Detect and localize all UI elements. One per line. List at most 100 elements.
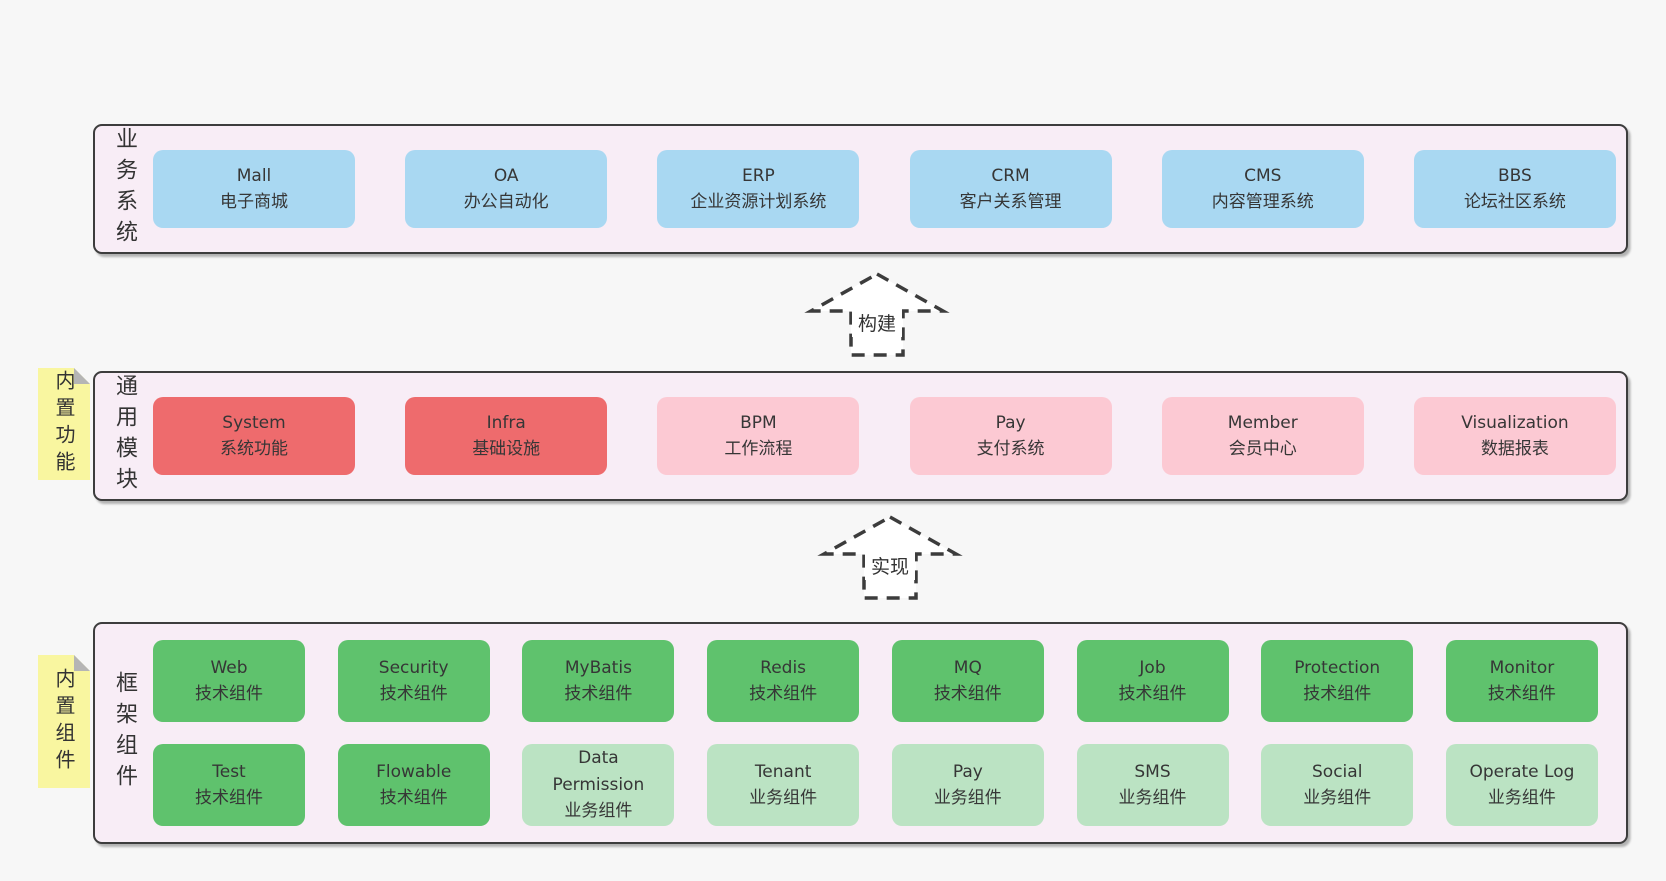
node-title-en: Member: [1227, 412, 1298, 433]
sticky-note-text: 内置组件: [52, 667, 76, 776]
node-subtitle-zh: 业务组件: [1118, 788, 1187, 808]
node-erp: ERP 企业资源计划系统: [657, 150, 860, 228]
node-subtitle-zh: 技术组件: [749, 684, 818, 704]
sticky-note-builtin-components: 内置组件: [38, 655, 90, 788]
panel-side-label: 通用模块: [95, 373, 153, 499]
node-test: Test 技术组件: [153, 744, 305, 826]
modules-boxes-row: System 系统功能 Infra 基础设施 BPM 工作流程 Pay 支付系统…: [153, 373, 1626, 499]
node-mall: Mall 电子商城: [153, 150, 355, 228]
sticky-note-text: 内置功能: [52, 370, 76, 478]
panel-side-label: 框架组件: [95, 624, 153, 842]
business-boxes-row: Mall 电子商城 OA 办公自动化 ERP 企业资源计划系统 CRM 客户关系…: [153, 126, 1626, 252]
node-subtitle-zh: 工作流程: [724, 439, 793, 459]
node-job: Job 技术组件: [1076, 640, 1229, 722]
folded-corner: [74, 368, 90, 384]
node-subtitle-zh: 业务组件: [564, 801, 633, 822]
node-subtitle-zh: 技术组件: [933, 684, 1002, 704]
node-redis: Redis 技术组件: [707, 640, 860, 722]
panel-side-label-text: 业务系统: [112, 127, 137, 251]
node-subtitle-zh: 技术组件: [379, 684, 448, 704]
node-security: Security 技术组件: [337, 640, 490, 722]
node-subtitle-zh: 电子商城: [220, 192, 288, 212]
build-arrow: 构建: [792, 271, 962, 359]
node-pay: Pay 支付系统: [909, 397, 1112, 475]
node-subtitle-zh: 技术组件: [1487, 684, 1556, 704]
components-row-2: Test 技术组件 Flowable 技术组件 Data Permission …: [153, 744, 1598, 826]
arrow-label: 构建: [851, 308, 903, 337]
node-mybatis: MyBatis 技术组件: [522, 640, 675, 722]
node-title-en: BPM: [740, 412, 777, 433]
node-mq: MQ 技术组件: [891, 640, 1044, 722]
node-subtitle-zh: 支付系统: [976, 439, 1045, 459]
node-title-en: MQ: [953, 657, 982, 678]
node-system: System 系统功能: [153, 397, 355, 475]
node-subtitle-zh: 技术组件: [1118, 684, 1187, 704]
node-subtitle-zh: 技术组件: [195, 788, 263, 808]
node-web: Web 技术组件: [153, 640, 305, 722]
node-flowable: Flowable 技术组件: [337, 744, 490, 826]
node-title-en: Redis: [760, 657, 807, 678]
node-oa: OA 办公自动化: [405, 150, 608, 228]
node-subtitle-zh: 技术组件: [195, 684, 263, 704]
node-visualization: Visualization 数据报表: [1413, 397, 1616, 475]
node-cms: CMS 内容管理系统: [1161, 150, 1364, 228]
node-subtitle-zh: 数据报表: [1480, 439, 1549, 459]
node-bpm: BPM 工作流程: [657, 397, 860, 475]
node-subtitle-zh: 企业资源计划系统: [690, 192, 827, 212]
node-sms: SMS 业务组件: [1076, 744, 1229, 826]
folded-corner: [74, 655, 90, 671]
panel-side-label: 业务系统: [95, 126, 153, 252]
node-title-en: Visualization: [1461, 412, 1569, 433]
arrow-label: 实现: [864, 551, 916, 580]
node-title-en: Tenant: [754, 761, 812, 782]
node-subtitle-zh: 业务组件: [749, 788, 818, 808]
node-title-en: Web: [210, 657, 248, 678]
node-subtitle-zh: 技术组件: [564, 684, 633, 704]
node-title-en: Test: [212, 761, 246, 782]
common-modules-panel: 通用模块 System 系统功能 Infra 基础设施 BPM 工作流程 Pay…: [93, 371, 1628, 501]
node-subtitle-zh: 业务组件: [1487, 788, 1556, 808]
node-subtitle-zh: 基础设施: [472, 439, 541, 459]
node-subtitle-zh: 办公自动化: [463, 192, 549, 212]
node-member: Member 会员中心: [1161, 397, 1364, 475]
components-row-1: Web 技术组件 Security 技术组件 MyBatis 技术组件 Redi…: [153, 640, 1598, 722]
node-subtitle-zh: 技术组件: [379, 788, 448, 808]
node-title-en: ERP: [741, 165, 775, 186]
sticky-note-builtin-features: 内置功能: [38, 368, 90, 480]
node-data-permission: Data Permission 业务组件: [522, 744, 675, 826]
node-subtitle-zh: 系统功能: [220, 439, 288, 459]
panel-side-label-text: 通用模块: [112, 374, 137, 498]
node-title-en: Pay: [952, 761, 983, 782]
node-social: Social 业务组件: [1261, 744, 1414, 826]
node-title-en: Protection: [1294, 657, 1381, 678]
node-title-en: Infra: [486, 412, 526, 433]
node-bbs: BBS 论坛社区系统: [1413, 150, 1616, 228]
node-subtitle-zh: 技术组件: [1303, 684, 1372, 704]
node-infra: Infra 基础设施: [405, 397, 608, 475]
node-subtitle-zh: 业务组件: [933, 788, 1002, 808]
node-title-en: Job: [1139, 657, 1166, 678]
implement-arrow: 实现: [805, 514, 975, 602]
node-title-en: Social: [1312, 761, 1363, 782]
node-operate-log: Operate Log 业务组件: [1445, 744, 1598, 826]
node-title-en: Pay: [995, 412, 1026, 433]
node-subtitle-zh: 内容管理系统: [1211, 192, 1314, 212]
node-title-en: BBS: [1498, 165, 1532, 186]
node-title-en: Mall: [236, 165, 272, 186]
node-title-en: SMS: [1134, 761, 1171, 782]
framework-components-panel: 框架组件 Web 技术组件 Security 技术组件 MyBatis 技术组件…: [93, 622, 1628, 844]
node-title-en: Monitor: [1489, 657, 1555, 678]
node-crm: CRM 客户关系管理: [909, 150, 1112, 228]
components-grid: Web 技术组件 Security 技术组件 MyBatis 技术组件 Redi…: [153, 624, 1626, 842]
node-title-en: MyBatis: [564, 657, 632, 678]
business-systems-panel: 业务系统 Mall 电子商城 OA 办公自动化 ERP 企业资源计划系统 CRM…: [93, 124, 1628, 254]
panel-side-label-text: 框架组件: [112, 671, 137, 795]
node-subtitle-zh: 业务组件: [1303, 788, 1372, 808]
node-pay-biz: Pay 业务组件: [891, 744, 1044, 826]
node-title-en: Flowable: [376, 761, 452, 782]
node-title-en: Data Permission: [552, 748, 645, 795]
node-title-en: OA: [493, 165, 519, 186]
node-title-en: CMS: [1244, 165, 1282, 186]
node-monitor: Monitor 技术组件: [1445, 640, 1598, 722]
